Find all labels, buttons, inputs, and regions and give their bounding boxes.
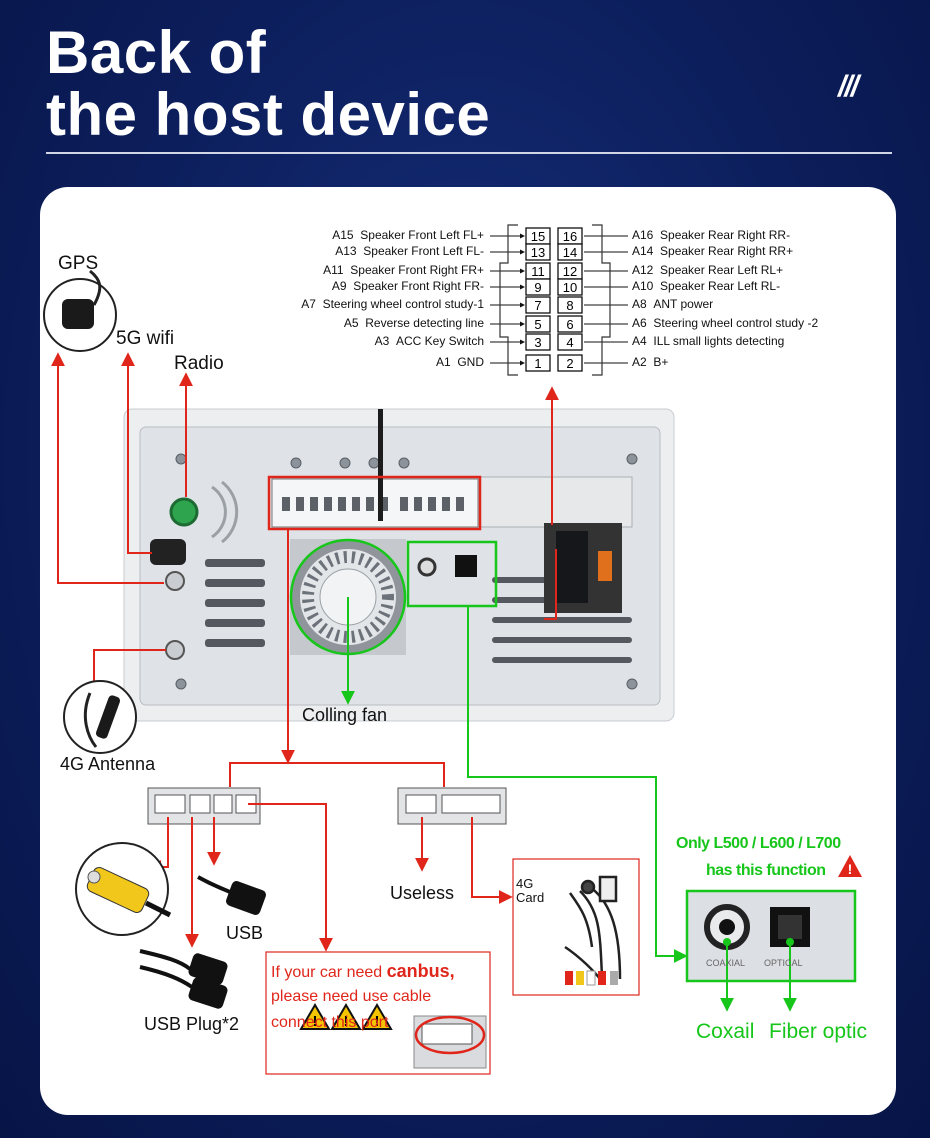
- optical-note-line1: Only L500 / L600 / L700: [676, 835, 841, 852]
- title-divider: [46, 152, 892, 154]
- pin-label-a2: A2 B+: [632, 355, 669, 369]
- pin-label-a6: A6 Steering wheel control study -2: [632, 316, 819, 330]
- pin-label-a13: A13 Speaker Front Left FL-: [335, 244, 484, 258]
- connector-outline: [499, 224, 611, 376]
- pin-number: 6: [566, 317, 573, 332]
- harness-branch-pointers: [147, 803, 513, 952]
- pin-box: [525, 315, 551, 333]
- pin-box: [525, 243, 551, 261]
- pin-label-a3: A3 ACC Key Switch: [374, 334, 484, 348]
- diagram-card: A15 Speaker Front Left FL+ A13 Speaker Fr…: [40, 187, 896, 1115]
- svg-text:!: !: [375, 1013, 380, 1030]
- usb-label: USB: [226, 923, 264, 943]
- optical-port-photo: !: [685, 855, 862, 983]
- pin-number: 9: [534, 280, 541, 295]
- pin-label-a10: A10 Speaker Rear Left RL-: [632, 279, 781, 293]
- pin-label-a15: A15 Speaker Front Left FL+: [332, 228, 484, 242]
- pin-box: [557, 243, 583, 261]
- pin-box: [557, 278, 583, 296]
- pin-number: 11: [531, 264, 545, 279]
- pin-label-a7: A7 Steering wheel control study-1: [301, 297, 484, 311]
- usb-plug-cable-icon: [139, 949, 228, 1009]
- left-vents: [205, 559, 265, 647]
- usb-cable-icon: [197, 875, 266, 915]
- pin-number: 14: [563, 245, 577, 260]
- pin-number: 7: [534, 298, 541, 313]
- svg-text:!: !: [313, 1013, 318, 1030]
- fiber-optic-label: Fiber optic: [769, 1020, 868, 1043]
- audio-port-highlight: [406, 540, 498, 608]
- useless-label: Useless: [390, 883, 455, 903]
- pin-number: 8: [566, 298, 573, 313]
- usb-plug-label: USB Plug*2: [144, 1014, 240, 1034]
- pin-number: 3: [534, 335, 541, 350]
- pin-number: 2: [566, 356, 573, 371]
- svg-text:!: !: [848, 861, 853, 877]
- pin-label-a5: A5 Reverse detecting line: [343, 316, 484, 330]
- pin-box: [557, 315, 583, 333]
- optical-note-line2: has this function: [706, 862, 826, 879]
- wifi-label: 5G wifi: [116, 328, 175, 349]
- gps-antenna-icon: [43, 269, 117, 352]
- coaxial-label: Coxail: [696, 1020, 755, 1043]
- pin-box: [525, 296, 551, 314]
- pin-box: [525, 354, 551, 372]
- pin-number: 5: [534, 317, 541, 332]
- optical-sub-pointers: [720, 942, 797, 1012]
- canbus-note-line2: please need use cable: [271, 988, 432, 1005]
- pin-box: [525, 278, 551, 296]
- pin-box: [557, 354, 583, 372]
- warning-icons: ! ! !: [299, 1003, 393, 1030]
- gps-label: GPS: [58, 253, 99, 274]
- harness-pointers: [229, 529, 445, 787]
- pin-label-a11: A11 Speaker Front Right FR+: [323, 263, 484, 277]
- lte-socket: [165, 640, 185, 660]
- pin-label-a14: A14 Speaker Rear Right RR+: [632, 244, 794, 258]
- lte-antenna-label: 4G Antenna: [60, 754, 156, 774]
- pin-number: 10: [563, 280, 577, 295]
- radio-socket: [169, 497, 199, 527]
- pin-number: 12: [563, 264, 577, 279]
- lte-card-cable-icon: [564, 875, 622, 980]
- pin-number: 4: [566, 335, 573, 350]
- main-connector-pins: [282, 497, 464, 511]
- antenna-pointers: [51, 352, 559, 687]
- fan-label: Colling fan: [302, 705, 388, 725]
- host-device-back: [123, 408, 675, 722]
- coaxial-port-text: COAXIAL: [706, 958, 746, 968]
- wifi-socket: [150, 539, 186, 565]
- canbus-note-line3: connect this port: [271, 1014, 389, 1031]
- canbus-note-line1: If your car need canbus,: [271, 961, 455, 981]
- optical-pointer: [467, 606, 688, 963]
- gps-socket: [165, 571, 185, 591]
- pin-label-a1: A1 GND: [435, 355, 484, 369]
- pin-label-a9: A9 Speaker Front Right FR-: [331, 279, 484, 293]
- usb-camera-harness: [147, 787, 261, 825]
- pin-number: 16: [563, 229, 577, 244]
- pin-box: [557, 296, 583, 314]
- rca-camera-icon: [75, 842, 172, 936]
- pin-box: [557, 333, 583, 351]
- pin-label-a8: A8 ANT power: [632, 297, 714, 311]
- pin-number: 1: [534, 356, 541, 371]
- optical-port-text: OPTICAL: [764, 958, 803, 968]
- decorative-slashes: ///: [838, 70, 859, 103]
- lte-harness: [397, 787, 507, 825]
- pin-label-a16: A16 Speaker Rear Right RR-: [632, 228, 791, 242]
- svg-text:!: !: [344, 1013, 349, 1030]
- radio-label: Radio: [174, 353, 224, 374]
- pin-label-a4: A4 ILL small lights detecting: [632, 334, 785, 348]
- main-connector-highlight: [267, 475, 482, 531]
- pin-box: [525, 333, 551, 351]
- canbus-port-photo: [413, 1015, 487, 1069]
- pin-label-a12: A12 Speaker Rear Left RL+: [632, 263, 784, 277]
- lte-card-plugs: [565, 970, 618, 986]
- pin-number: 13: [531, 245, 545, 260]
- pin-number: 15: [531, 229, 545, 244]
- lte-antenna-icon: [63, 680, 137, 754]
